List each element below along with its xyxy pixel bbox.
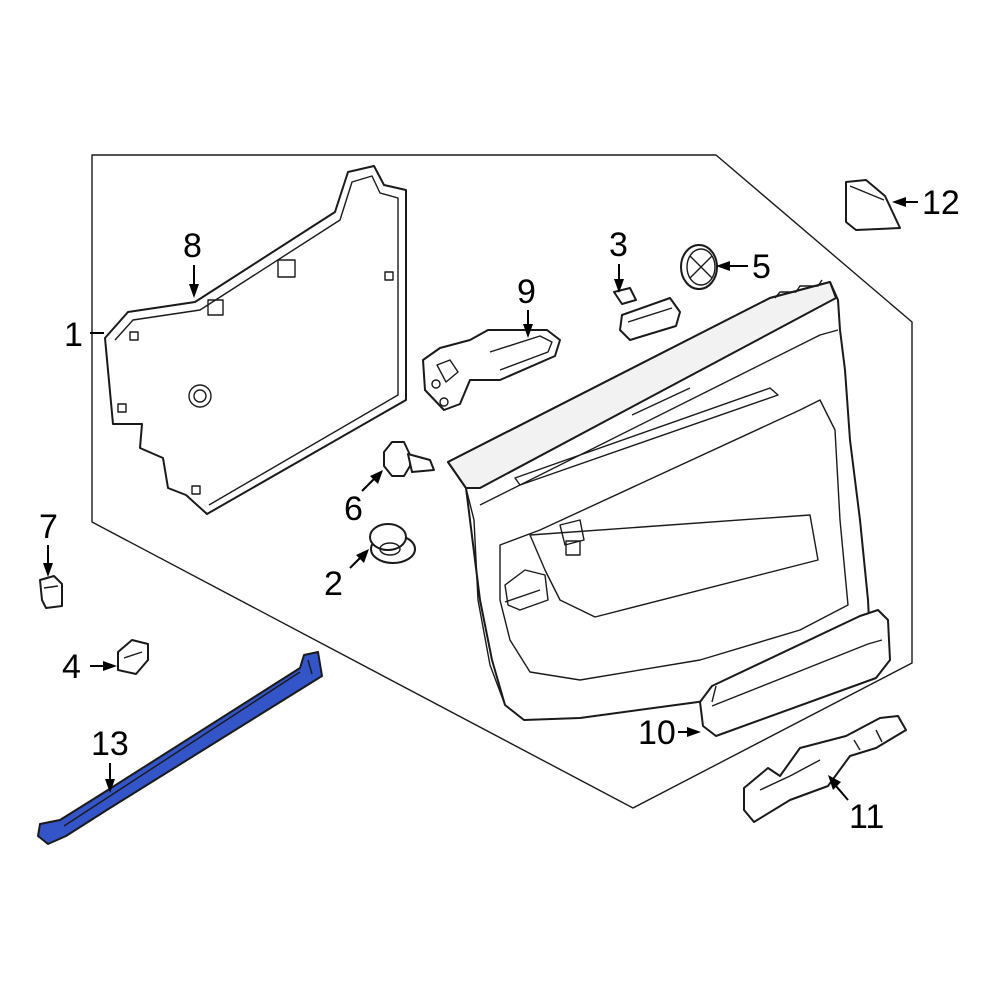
callout-1: 1: [64, 316, 83, 354]
part-3-switch[interactable]: [613, 287, 681, 341]
part-2-grommet[interactable]: [369, 523, 416, 564]
assembly-outline: [91, 154, 913, 809]
part-4-clip[interactable]: [117, 639, 149, 675]
callout-9: 9: [517, 273, 536, 311]
callout-7: 7: [39, 508, 58, 546]
callout-11: 11: [849, 798, 884, 836]
part-5-cap[interactable]: [680, 244, 718, 290]
part-12-corner-trim[interactable]: [845, 179, 901, 231]
callout-3: 3: [609, 226, 628, 264]
callout-5: 5: [752, 248, 771, 286]
door-trim-panel: [447, 279, 871, 721]
part-10-armrest-pad[interactable]: [699, 609, 891, 737]
part-7-clip[interactable]: [39, 575, 63, 609]
callout-12: 12: [922, 184, 960, 222]
leaders: [43, 197, 918, 801]
callout-labels: 1 2 3 4 5 6 7 8 9 10 11 12 13: [39, 184, 960, 836]
callout-6: 6: [344, 490, 363, 528]
part-13-seal-strip[interactable]: [37, 651, 323, 845]
part-6-push-pin[interactable]: [383, 441, 435, 477]
part-11-bracket[interactable]: [743, 715, 907, 823]
callout-4: 4: [62, 648, 81, 686]
part-9-inside-handle[interactable]: [422, 329, 561, 411]
callout-10: 10: [638, 714, 676, 752]
part-8-watershield[interactable]: [104, 165, 407, 515]
callout-2: 2: [324, 565, 343, 603]
callout-8: 8: [183, 227, 202, 265]
callout-13: 13: [91, 725, 129, 763]
